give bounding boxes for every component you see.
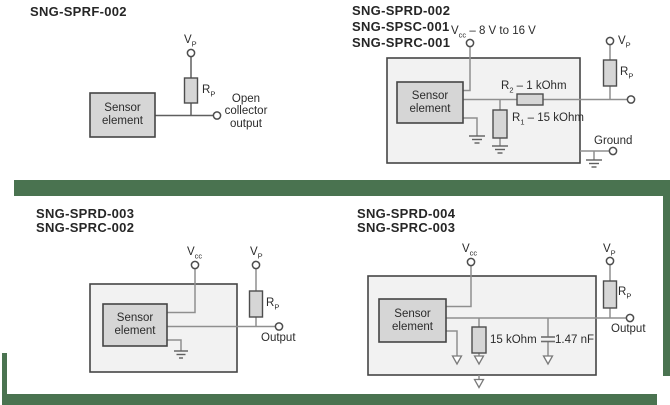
vcc-terminal bbox=[466, 257, 476, 267]
output-terminal bbox=[626, 95, 636, 104]
capacitor-label: 1.47 nF bbox=[555, 334, 594, 346]
r2-label: R2 – 1 kOhm bbox=[501, 80, 567, 95]
title-line: SNG-SPRC-002 bbox=[36, 220, 135, 235]
sensor-element-label: Sensor element bbox=[392, 307, 433, 333]
pullup-resistor-rp bbox=[248, 290, 264, 318]
vp-terminal bbox=[186, 48, 196, 58]
figure-title-sprd-004: SNG-SPRD-004 SNG-SPRC-003 bbox=[357, 207, 455, 235]
wires bbox=[446, 265, 626, 380]
output-label: Output bbox=[611, 323, 646, 335]
ground-label: Ground bbox=[594, 135, 633, 147]
sensor-element-label: Sensor element bbox=[409, 89, 451, 115]
vcc-terminal bbox=[190, 260, 200, 270]
wires bbox=[463, 45, 627, 160]
green-left-stripe bbox=[2, 353, 7, 394]
wires bbox=[167, 269, 275, 351]
series-resistor-r2 bbox=[516, 93, 544, 106]
ground-symbol-icon bbox=[174, 350, 188, 359]
rp-label: RP bbox=[202, 84, 216, 99]
ground-terminal bbox=[608, 146, 618, 156]
title-line: SNG-SPRD-003 bbox=[36, 206, 135, 221]
figure-title-sprd-003: SNG-SPRD-003 SNG-SPRC-002 bbox=[36, 207, 134, 235]
rp-label: RP bbox=[266, 297, 280, 312]
vcc-terminal bbox=[465, 38, 475, 48]
green-right-stripe bbox=[663, 196, 670, 376]
vcc-label: Vcc – 8 V to 16 V bbox=[451, 25, 536, 40]
rp-label: RP bbox=[620, 66, 634, 81]
vp-label: VP bbox=[618, 35, 631, 50]
vp-label: VP bbox=[250, 246, 263, 261]
ground-arrow-icon bbox=[451, 355, 554, 389]
figure-title-sprf-002: SNG-SPRF-002 bbox=[30, 4, 127, 20]
vp-terminal bbox=[251, 260, 261, 270]
output-terminal bbox=[625, 313, 635, 323]
vp-terminal bbox=[605, 256, 615, 266]
pullup-resistor-rp bbox=[602, 59, 618, 87]
vcc-label: Vcc bbox=[462, 243, 478, 258]
green-divider-bar bbox=[14, 180, 670, 196]
output-terminal bbox=[212, 111, 222, 120]
figure-title-sprd-002: SNG-SPRD-002 SNG-SPSC-001 SNG-SPRC-001 bbox=[352, 3, 450, 51]
output-terminal bbox=[274, 322, 284, 331]
ground-symbol-icon bbox=[469, 135, 485, 144]
title-line: SNG-SPSC-001 bbox=[352, 19, 450, 34]
pullup-resistor-rp bbox=[183, 77, 199, 104]
circuit-sprd-002 bbox=[386, 36, 636, 168]
sensor-element-label: Sensor element bbox=[102, 102, 143, 127]
title-line: SNG-SPRC-003 bbox=[357, 220, 456, 235]
sensor-element-box bbox=[89, 92, 156, 138]
title-line: SNG-SPRD-004 bbox=[357, 206, 456, 221]
r1-label: R1 – 15 kOhm bbox=[512, 112, 584, 127]
vp-label: VP bbox=[603, 243, 616, 258]
resistor-15k-label: 15 kOhm bbox=[490, 334, 537, 346]
wires bbox=[155, 57, 213, 117]
sensor-element-box bbox=[102, 303, 168, 347]
title-line: SNG-SPRD-002 bbox=[352, 3, 451, 18]
open-collector-output-label: Open collector output bbox=[224, 93, 268, 130]
pullup-resistor-rp bbox=[602, 280, 618, 309]
sensor-element-box bbox=[378, 298, 447, 343]
shunt-resistor-r1 bbox=[492, 109, 508, 139]
sensor-element-label: Sensor element bbox=[114, 312, 156, 337]
capacitor-symbol bbox=[541, 336, 555, 343]
circuit-sprd-003 bbox=[89, 260, 284, 373]
green-bottom-bar bbox=[2, 394, 657, 405]
circuit-sprd-004 bbox=[367, 256, 635, 389]
pulldown-resistor-15k bbox=[471, 326, 487, 354]
output-label: Output bbox=[261, 332, 296, 344]
ground-symbol-icon bbox=[492, 145, 508, 154]
vp-label: VP bbox=[184, 34, 197, 49]
vp-terminal bbox=[605, 36, 615, 46]
title-line: SNG-SPRF-002 bbox=[30, 4, 127, 19]
title-line: SNG-SPRC-001 bbox=[352, 35, 451, 50]
rp-label: RP bbox=[618, 286, 632, 301]
vcc-label: Vcc bbox=[187, 246, 203, 261]
circuit-sprf-002 bbox=[89, 48, 222, 138]
sensor-element-box bbox=[396, 81, 464, 124]
ground-symbol-icon bbox=[586, 159, 602, 168]
